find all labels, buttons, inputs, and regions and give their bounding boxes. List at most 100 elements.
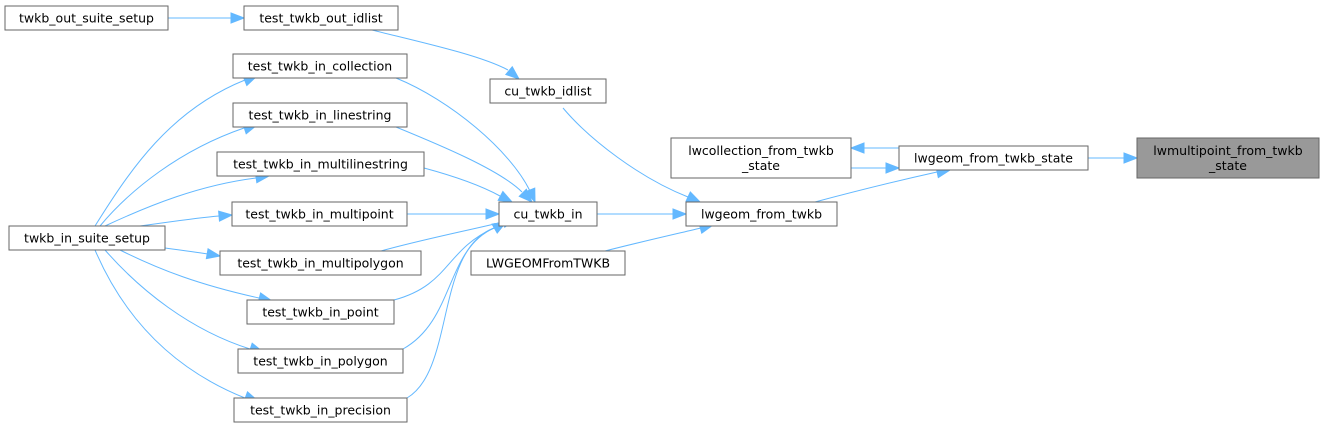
edge-lwgeom_from_twkb_state-to-lwmultipoint_from_twkb_state xyxy=(1088,152,1139,164)
edge-arrowhead xyxy=(497,190,514,203)
edge-line xyxy=(402,227,495,350)
node-label: test_twkb_out_idlist xyxy=(259,11,382,26)
edge-line xyxy=(104,177,257,227)
edge-line xyxy=(395,126,523,193)
node-lwmultipoint_from_twkb_state[interactable]: lwmultipoint_from_twkb_state xyxy=(1136,137,1320,179)
node-label: lwgeom_from_twkb xyxy=(701,207,822,222)
node-label: twkb_out_suite_setup xyxy=(19,11,154,26)
node-box xyxy=(1136,137,1320,179)
edge-line xyxy=(380,221,504,252)
edge-line xyxy=(393,227,495,301)
edge-line xyxy=(395,77,531,192)
nodes-layer: twkb_out_suite_setup test_twkb_out_idlist… xyxy=(4,5,1320,423)
edge-lwgeom_from_twkb_state-to-lwcollection_from_twkb_state xyxy=(849,142,899,154)
edge-arrowhead xyxy=(230,12,246,24)
edge-arrowhead xyxy=(885,162,901,174)
node-label: lwgeom_from_twkb_state xyxy=(914,151,1073,166)
node-label: test_twkb_in_multilinestring xyxy=(233,157,408,172)
node-box xyxy=(219,250,422,276)
node-test_twkb_in_collection[interactable]: test_twkb_in_collection xyxy=(232,53,408,79)
node-twkb_out_suite_setup[interactable]: twkb_out_suite_setup xyxy=(4,5,169,31)
node-label: lwmultipoint_from_twkb xyxy=(1153,143,1302,158)
edge-arrowhead xyxy=(518,188,533,203)
edge-line xyxy=(94,79,246,227)
node-lwcollection_from_twkb_state[interactable]: lwcollection_from_twkb_state xyxy=(670,137,852,179)
node-box xyxy=(232,102,408,128)
edge-line xyxy=(814,171,938,203)
node-label: cu_twkb_idlist xyxy=(504,84,591,99)
node-label: test_twkb_in_precision xyxy=(250,403,391,418)
edge-arrowhead xyxy=(849,142,865,154)
edge-test_twkb_in_precision-to-cu_twkb_in xyxy=(406,221,508,399)
node-test_twkb_in_polygon[interactable]: test_twkb_in_polygon xyxy=(237,348,404,374)
node-box xyxy=(243,5,399,31)
edge-line xyxy=(104,249,251,350)
node-label: LWGEOMFromTWKB xyxy=(486,256,610,271)
node-label: test_twkb_in_polygon xyxy=(253,354,387,369)
node-test_twkb_in_multipolygon[interactable]: test_twkb_in_multipolygon xyxy=(219,250,422,276)
node-label: _state xyxy=(741,158,780,173)
node-box xyxy=(670,137,852,179)
edge-arrowhead xyxy=(218,210,234,222)
node-twkb_in_suite_setup[interactable]: twkb_in_suite_setup xyxy=(8,225,166,251)
node-test_twkb_in_precision[interactable]: test_twkb_in_precision xyxy=(233,397,408,423)
node-LWGEOMFromTWKB[interactable]: LWGEOMFromTWKB xyxy=(470,250,626,276)
edge-test_twkb_in_multilinestring-to-cu_twkb_in xyxy=(423,167,514,203)
edge-line xyxy=(371,29,509,71)
node-label: cu_twkb_in xyxy=(514,207,583,222)
edge-line xyxy=(164,247,209,255)
node-label: test_twkb_in_multipoint xyxy=(245,207,393,222)
node-label: twkb_in_suite_setup xyxy=(24,231,150,246)
edge-line xyxy=(423,167,501,197)
edge-lwcollection_from_twkb_state-to-lwgeom_from_twkb_state xyxy=(851,162,901,174)
node-label: test_twkb_in_collection xyxy=(248,59,392,74)
node-label: lwcollection_from_twkb xyxy=(688,143,834,158)
edge-twkb_out_suite_setup-to-test_twkb_out_idlist xyxy=(168,12,246,24)
edge-line xyxy=(99,127,245,227)
node-test_twkb_out_idlist[interactable]: test_twkb_out_idlist xyxy=(243,5,399,31)
edge-cu_twkb_in-to-lwgeom_from_twkb xyxy=(597,208,688,220)
edge-arrowhead xyxy=(205,248,222,260)
node-box xyxy=(4,5,169,31)
edge-line xyxy=(406,227,495,399)
node-lwgeom_from_twkb_state[interactable]: lwgeom_from_twkb_state xyxy=(898,145,1089,171)
edge-arrowhead xyxy=(485,208,501,220)
edge-line xyxy=(604,227,702,252)
edge-test_twkb_in_multipoint-to-cu_twkb_in xyxy=(407,208,501,220)
node-label: _state xyxy=(1208,158,1247,173)
edge-arrowhead xyxy=(1123,152,1139,164)
node-test_twkb_in_point[interactable]: test_twkb_in_point xyxy=(246,299,395,325)
edge-arrowhead xyxy=(504,65,521,80)
node-box xyxy=(237,348,404,374)
edge-twkb_in_suite_setup-to-test_twkb_in_multipoint xyxy=(139,210,234,227)
node-box xyxy=(498,201,598,227)
node-box xyxy=(489,78,607,104)
node-box xyxy=(898,145,1089,171)
node-box xyxy=(216,151,425,177)
edge-test_twkb_out_idlist-to-cu_twkb_idlist xyxy=(371,29,521,80)
node-box xyxy=(233,397,408,423)
node-box xyxy=(685,201,838,227)
node-label: test_twkb_in_point xyxy=(262,305,378,320)
node-test_twkb_in_linestring[interactable]: test_twkb_in_linestring xyxy=(232,102,408,128)
node-box xyxy=(8,225,166,251)
edge-line xyxy=(562,107,689,198)
node-box xyxy=(246,299,395,325)
node-test_twkb_in_multipoint[interactable]: test_twkb_in_multipoint xyxy=(231,201,408,227)
node-cu_twkb_idlist[interactable]: cu_twkb_idlist xyxy=(489,78,607,104)
node-box xyxy=(470,250,626,276)
node-lwgeom_from_twkb[interactable]: lwgeom_from_twkb xyxy=(685,201,838,227)
edge-arrowhead xyxy=(672,208,688,220)
edge-test_twkb_in_linestring-to-cu_twkb_in xyxy=(395,126,533,203)
node-box xyxy=(232,53,408,79)
node-cu_twkb_in[interactable]: cu_twkb_in xyxy=(498,201,598,227)
edge-line xyxy=(94,249,246,399)
node-label: test_twkb_in_linestring xyxy=(249,108,392,123)
edge-test_twkb_in_polygon-to-cu_twkb_in xyxy=(402,221,508,350)
node-label: test_twkb_in_multipolygon xyxy=(237,256,403,271)
node-box xyxy=(231,201,408,227)
edge-line xyxy=(119,249,260,299)
edge-twkb_in_suite_setup-to-test_twkb_in_multipolygon xyxy=(164,247,222,260)
node-test_twkb_in_multilinestring[interactable]: test_twkb_in_multilinestring xyxy=(216,151,425,177)
